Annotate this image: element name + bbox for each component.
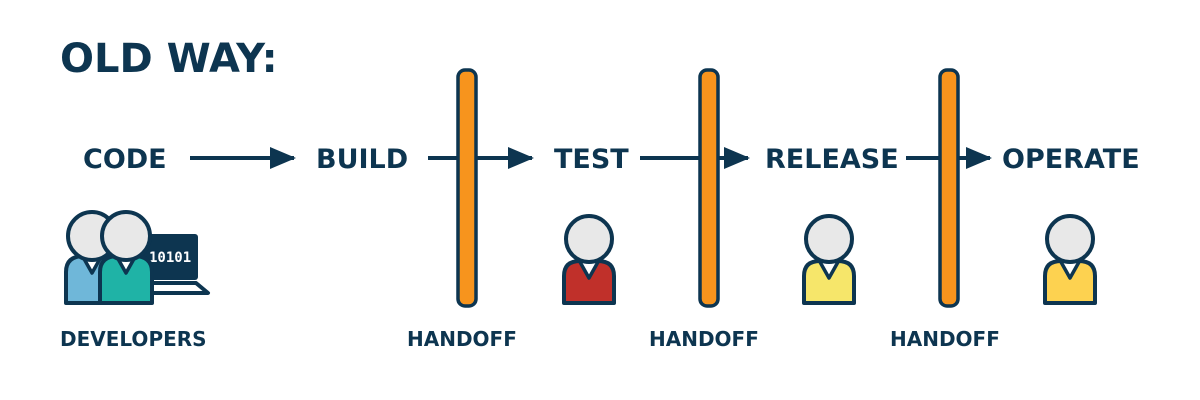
- page-title: OLD WAY:: [60, 36, 278, 82]
- handoff-bar: [938, 68, 960, 308]
- developer-person-icon: [98, 210, 154, 305]
- stage-test-label: TEST: [554, 144, 629, 175]
- handoff-caption: HANDOFF: [407, 327, 517, 351]
- stage-build-label: BUILD: [316, 144, 408, 175]
- handoff-bar: [456, 68, 478, 308]
- laptop-screen-code: 10101: [149, 250, 191, 266]
- handoff-bar: [698, 68, 720, 308]
- developers-caption: DEVELOPERS: [60, 327, 207, 351]
- operator-person-icon: [1043, 214, 1097, 305]
- stage-release-label: RELEASE: [765, 144, 899, 175]
- stage-code-label: CODE: [83, 144, 167, 175]
- stage-operate-label: OPERATE: [1002, 144, 1140, 175]
- tester-person-icon: [562, 214, 616, 305]
- handoff-caption: HANDOFF: [890, 327, 1000, 351]
- developers-icon: 10101: [64, 210, 210, 305]
- handoff-caption: HANDOFF: [649, 327, 759, 351]
- handoff-bars: [456, 68, 960, 308]
- release-person-icon: [802, 214, 856, 305]
